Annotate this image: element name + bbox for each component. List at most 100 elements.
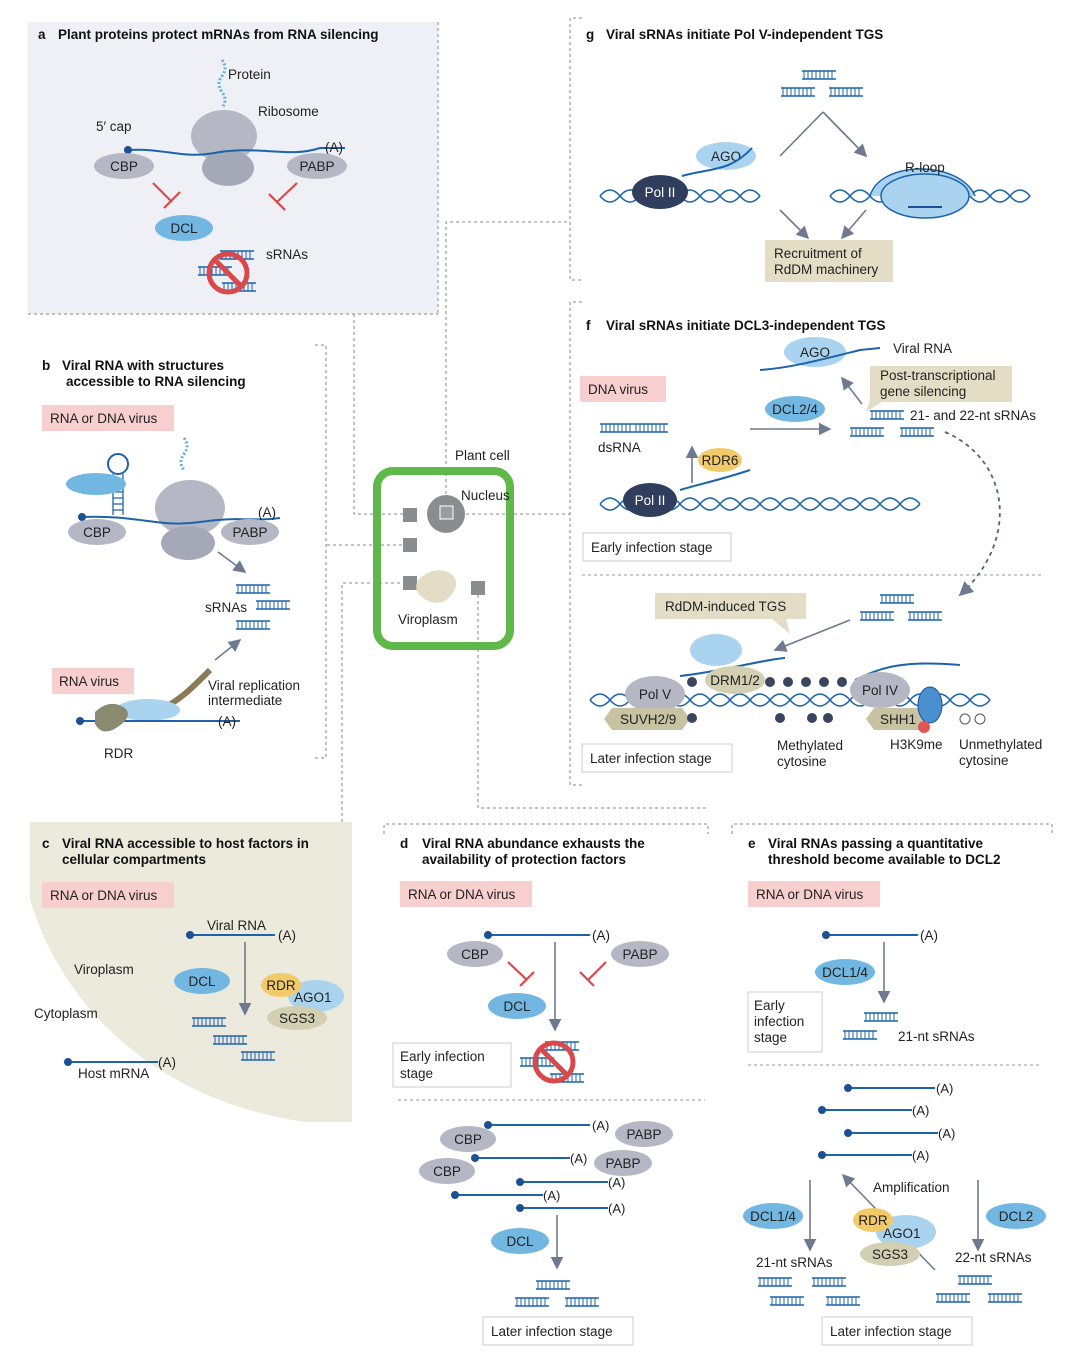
label-rdr-b: RDR: [104, 746, 133, 761]
panel-c-letter: c: [42, 836, 50, 851]
label-plantcell: Plant cell: [455, 448, 510, 463]
panel-c-title-2: cellular compartments: [62, 852, 206, 867]
panel-g-title: Viral sRNAs initiate Pol V-independent T…: [606, 27, 883, 42]
label-nt22-e: 22-nt sRNAs: [955, 1250, 1032, 1265]
label-early-e-2: infection: [754, 1014, 804, 1029]
label-pol2-f: Pol II: [635, 493, 666, 508]
panel-a: a Plant proteins protect mRNAs from RNA …: [28, 22, 439, 315]
label-ago1-c: AGO1: [294, 990, 332, 1005]
label-virus-e: RNA or DNA virus: [756, 887, 864, 902]
label-rdr-c: RDR: [266, 978, 295, 993]
svg-text:CBP: CBP: [454, 1132, 482, 1147]
panel-b-title-1: Viral RNA with structures: [62, 358, 224, 373]
label-pol4: Pol IV: [862, 683, 898, 698]
label-rddm: RdDM-induced TGS: [665, 599, 786, 614]
label-rep1: Viral replication: [208, 678, 300, 693]
svg-text:PABP: PABP: [626, 1127, 661, 1142]
svg-text:(A): (A): [912, 1148, 929, 1163]
label-dcl-d: DCL: [503, 999, 530, 1014]
label-recruit-2: RdDM machinery: [774, 262, 879, 277]
label-pabp-b: PABP: [232, 525, 267, 540]
label-early-e-3: stage: [754, 1030, 787, 1045]
label-polyA-d: (A): [592, 928, 610, 943]
label-dcl24: DCL2/4: [772, 402, 818, 417]
svg-text:(A): (A): [608, 1175, 625, 1190]
label-viralrna-f: Viral RNA: [893, 341, 952, 356]
panel-d: d Viral RNA abundance exhausts the avail…: [383, 823, 709, 1346]
label-polyA-c: (A): [278, 928, 296, 943]
label-dnavirus-f: DNA virus: [588, 382, 648, 397]
panel-b-letter: b: [42, 358, 50, 373]
label-dcl14-e2: DCL1/4: [750, 1209, 796, 1224]
label-ptgs-1: Post-transcriptional: [880, 368, 996, 383]
label-rdr-e: RDR: [858, 1213, 887, 1228]
label-polyA-a: (A): [325, 140, 343, 155]
svg-text:(A): (A): [912, 1103, 929, 1118]
label-rloop: R-loop: [905, 160, 945, 175]
svg-text:(A): (A): [592, 1118, 609, 1133]
label-h3k9: H3K9me: [890, 737, 943, 752]
panel-c: c Viral RNA accessible to host factors i…: [30, 822, 352, 1122]
label-5cap: 5′ cap: [96, 119, 132, 134]
label-polyA-b: (A): [258, 505, 276, 520]
rddm-callout: [655, 593, 806, 634]
label-nt21-e2: 21-nt sRNAs: [756, 1255, 833, 1270]
label-rep2: intermediate: [208, 693, 282, 708]
label-ribosome: Ribosome: [258, 104, 319, 119]
label-virus-d: RNA or DNA virus: [408, 887, 516, 902]
pol2-g: [632, 175, 688, 209]
label-virus-c: RNA or DNA virus: [50, 888, 158, 903]
label-viroplasm-center: Viroplasm: [398, 612, 458, 627]
label-dsrna: dsRNA: [598, 440, 641, 455]
label-viroplasm-c: Viroplasm: [74, 962, 134, 977]
label-polyA-b2: (A): [218, 714, 236, 729]
label-dcl-c: DCL: [188, 974, 215, 989]
ribosome-small-b: [161, 526, 215, 560]
label-ptgs-2: gene silencing: [880, 384, 966, 399]
label-dcl14-e: DCL1/4: [822, 965, 868, 980]
label-ago-g: AGO: [711, 149, 741, 164]
label-later-f: Later infection stage: [590, 751, 712, 766]
label-cbp-b: CBP: [83, 525, 111, 540]
label-sgs3-e: SGS3: [872, 1247, 908, 1262]
cbp-oval-a: [94, 153, 154, 179]
label-early-e-1: Early: [754, 998, 785, 1013]
panel-b: b Viral RNA with structures accessible t…: [42, 344, 327, 761]
label-nucleus: Nucleus: [461, 488, 510, 503]
panel-f-title: Viral sRNAs initiate DCL3-independent TG…: [606, 318, 886, 333]
dcl-oval-a: [155, 215, 213, 241]
panel-d-letter: d: [400, 836, 408, 851]
label-suvh: SUVH2/9: [620, 712, 676, 727]
label-nt21-e: 21-nt sRNAs: [898, 1029, 975, 1044]
label-early-d-1: Early infection: [400, 1049, 485, 1064]
viroplasm-center: [416, 570, 457, 603]
panel-d-title-2: availability of protection factors: [422, 852, 626, 867]
svg-text:DCL: DCL: [506, 1234, 533, 1249]
panel-c-title-1: Viral RNA accessible to host factors in: [62, 836, 309, 851]
panel-f: f Viral sRNAs initiate DCL3-independent …: [569, 301, 1042, 786]
ptgs-callout: [866, 366, 1012, 412]
mrna-line: [127, 147, 345, 156]
inhibit-cbp: [152, 182, 181, 209]
ribosome-large: [191, 110, 257, 162]
label-dcl2-e: DCL2: [999, 1209, 1034, 1224]
rdr-enzyme: [95, 703, 128, 732]
svg-text:(A): (A): [936, 1081, 953, 1096]
label-ago1-e: AGO1: [883, 1226, 921, 1241]
label-srnas-b: sRNAs: [205, 600, 247, 615]
label-unmeth1: Unmethylated: [959, 737, 1042, 752]
panel-d-title-1: Viral RNA abundance exhausts the: [422, 836, 645, 851]
label-pol2-g: Pol II: [645, 185, 676, 200]
label-ago-f: AGO: [800, 345, 830, 360]
virus-box-b: [42, 405, 174, 431]
label-virus-b: RNA or DNA virus: [50, 411, 158, 426]
label-unmeth2: cytosine: [959, 753, 1009, 768]
panel-e-letter: e: [748, 836, 756, 851]
label-cbp-a: CBP: [110, 159, 138, 174]
label-pabp-a: PABP: [299, 159, 334, 174]
panel-a-letter: a: [38, 27, 46, 42]
label-polyA-e: (A): [920, 928, 938, 943]
svg-text:PABP: PABP: [605, 1156, 640, 1171]
label-rdr6: RDR6: [702, 453, 739, 468]
